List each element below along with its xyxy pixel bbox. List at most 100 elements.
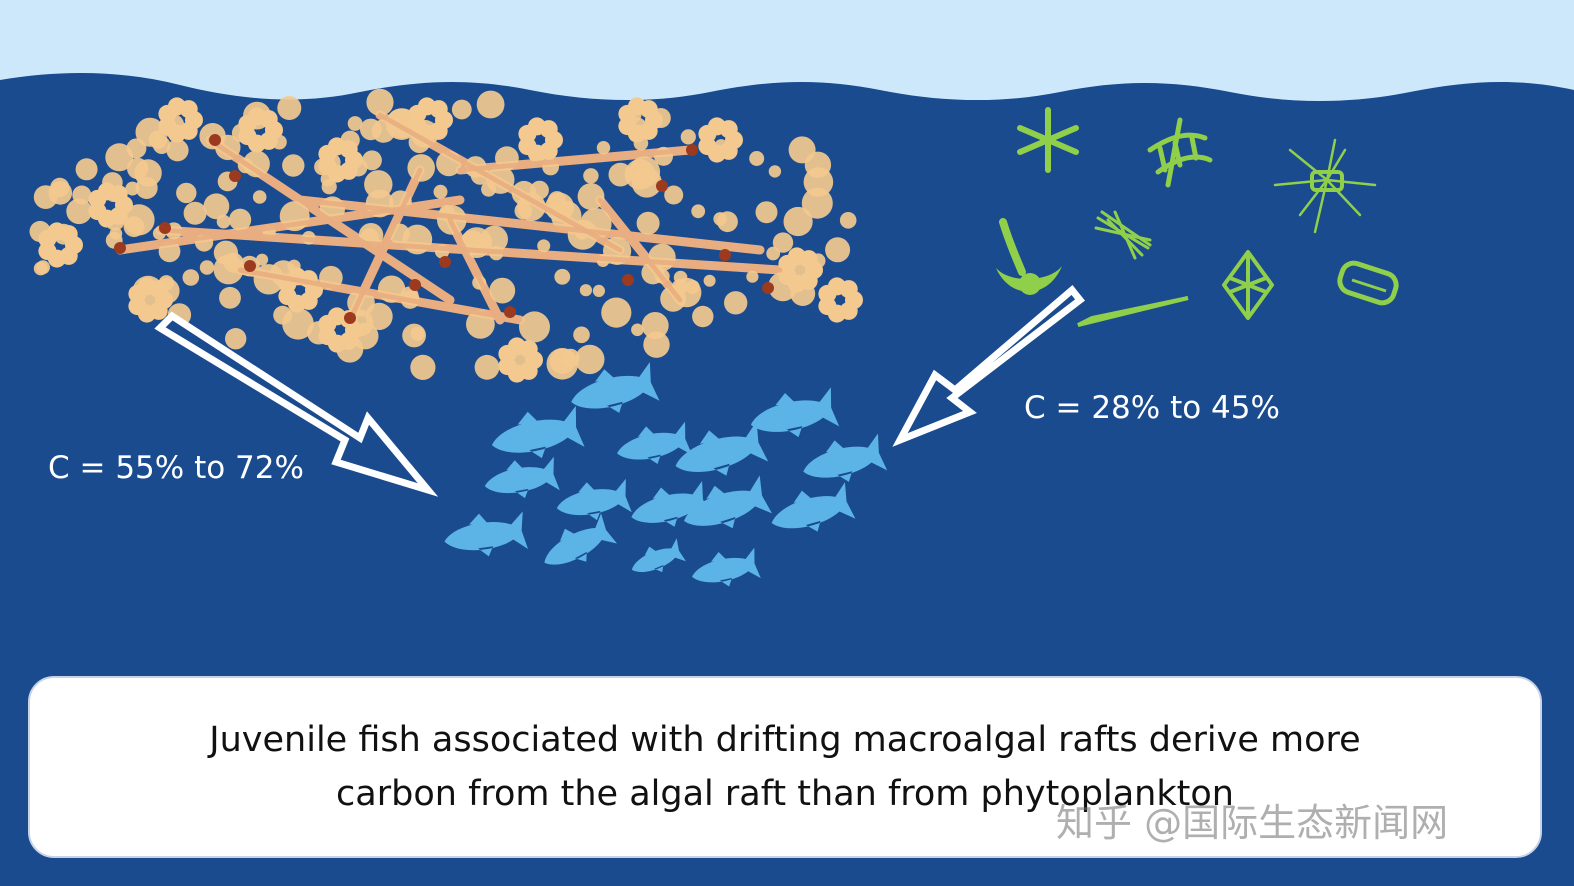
raft-frond — [719, 120, 738, 139]
raft-frond — [839, 280, 858, 299]
raft-stem — [157, 227, 783, 273]
raft-frond — [549, 348, 576, 375]
raft-frond — [433, 184, 448, 199]
phyto-carbon-arrow — [892, 284, 1085, 447]
float-bladder — [504, 306, 516, 318]
raft-frond — [365, 302, 393, 330]
raft-frond — [66, 198, 92, 225]
raft-frond — [347, 116, 363, 131]
raft-frond — [135, 176, 158, 199]
raft-frond — [339, 140, 358, 159]
raft-stem — [207, 137, 453, 303]
phytoplankton-needle-icon — [1077, 296, 1189, 327]
phytoplankton-star-icon — [1017, 107, 1079, 173]
raft-frond — [127, 157, 149, 180]
phytoplankton-spiny-icon — [1273, 138, 1377, 234]
raft-frond — [579, 284, 593, 297]
caption-line-1: Juvenile fish associated with drifting m… — [209, 720, 1361, 760]
raft-frond — [123, 216, 145, 238]
float-bladder — [159, 222, 171, 234]
raft-stem — [297, 197, 763, 253]
raft-frond — [225, 328, 247, 350]
raft-frond — [466, 309, 495, 339]
raft-stem — [457, 147, 693, 173]
raft-frond — [641, 312, 669, 339]
raft-frond — [402, 224, 433, 255]
raft-frond — [636, 211, 660, 235]
float-bladder — [244, 260, 256, 272]
raft-frond — [839, 212, 857, 229]
raft-frond — [59, 225, 78, 244]
raft-frond — [277, 96, 302, 120]
raft-frond — [371, 119, 396, 143]
raft-frond — [554, 268, 571, 285]
raft-frond — [783, 206, 813, 237]
float-bladder — [229, 170, 241, 182]
raft-stem — [377, 112, 623, 253]
algal-carbon-arrow — [154, 311, 439, 497]
raft-frond — [176, 182, 197, 204]
raft-frond — [639, 100, 658, 119]
raft-frond — [105, 143, 134, 172]
raft-frond — [166, 139, 189, 162]
float-bladder — [114, 242, 126, 254]
raft-frond — [577, 183, 605, 210]
raft-frond — [766, 246, 781, 261]
raft-frond — [213, 240, 238, 265]
raft-frond — [596, 141, 611, 155]
raft-frond — [474, 354, 500, 380]
juvenile-fish-icon — [571, 361, 660, 413]
phytoplankton-chain-icon — [1147, 117, 1213, 188]
raft-frond — [179, 100, 198, 119]
raft-frond — [489, 277, 516, 304]
raft-frond — [703, 274, 716, 287]
raft-frond — [203, 193, 230, 220]
fish-school — [444, 361, 888, 587]
raft-frond — [519, 311, 550, 343]
raft-frond — [476, 90, 505, 119]
raft-frond — [749, 151, 765, 166]
juvenile-fish-icon — [631, 480, 711, 527]
raft-frond — [746, 270, 759, 283]
raft-frond — [691, 204, 706, 219]
phytoplankton-disc-icon — [1337, 260, 1399, 306]
raft-frond — [48, 181, 73, 205]
juvenile-fish-icon — [803, 433, 888, 482]
raft-frond — [643, 331, 670, 358]
juvenile-fish-icon — [556, 478, 632, 521]
raft-frond — [36, 260, 50, 275]
raft-frond — [592, 284, 606, 297]
raft-frond — [624, 159, 656, 190]
raft-frond — [126, 138, 147, 159]
raft-frond — [252, 190, 267, 204]
raft-frond — [539, 120, 558, 139]
raft-frond — [182, 269, 200, 286]
raft-frond — [692, 305, 714, 328]
juvenile-fish-icon — [631, 538, 686, 573]
raft-frond — [259, 110, 278, 129]
raft-frond — [724, 291, 748, 315]
float-bladder — [439, 256, 451, 268]
raft-frond — [410, 354, 436, 380]
raft-frond — [575, 344, 605, 375]
juvenile-fish-icon — [771, 482, 856, 532]
raft-frond — [282, 154, 305, 177]
float-bladder — [762, 282, 774, 294]
raft-frond — [366, 88, 394, 116]
raft-frond — [429, 100, 448, 119]
raft-frond — [72, 185, 92, 205]
raft-frond — [788, 136, 816, 164]
raft-frond — [229, 208, 252, 231]
carbon-arrows — [154, 284, 1085, 497]
raft-frond — [149, 280, 168, 299]
raft-frond — [282, 308, 314, 340]
raft-frond — [199, 260, 215, 275]
caption-line-2: carbon from the algal raft than from phy… — [336, 774, 1234, 814]
raft-frond — [75, 158, 98, 181]
raft-stem — [237, 267, 523, 323]
float-bladder — [686, 144, 698, 156]
phyto-carbon-label: C = 28% to 45% — [1024, 390, 1280, 426]
raft-frond — [801, 187, 833, 219]
raft-frond — [519, 340, 538, 359]
raft-frond — [256, 253, 269, 266]
